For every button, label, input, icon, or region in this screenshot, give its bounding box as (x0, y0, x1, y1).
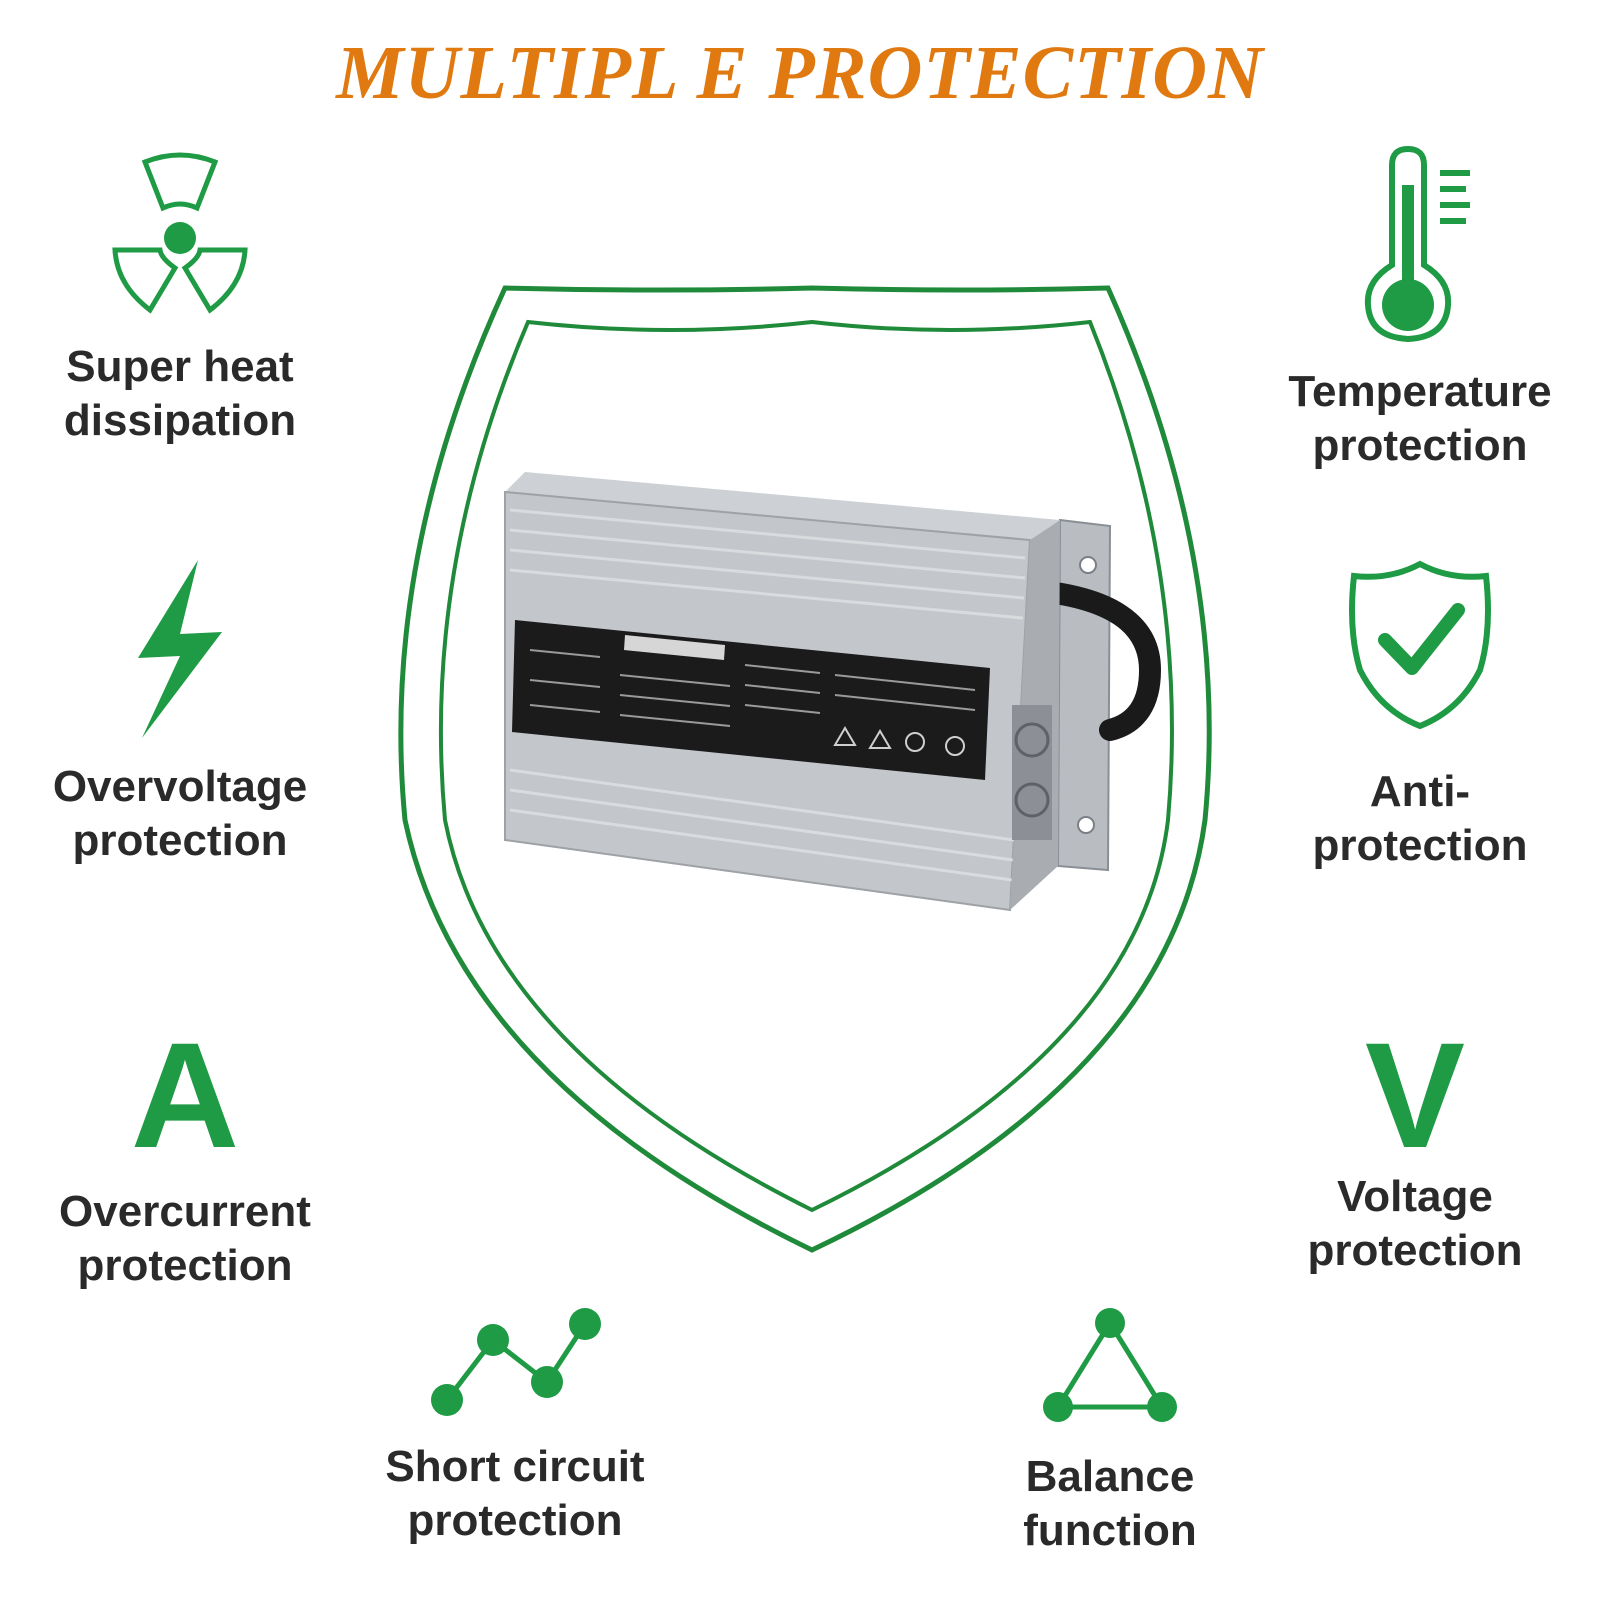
shield-check-icon (1349, 560, 1491, 730)
lightning-bolt-icon (138, 560, 222, 738)
feature-short-circuit-label: Short circuit protection (385, 1442, 645, 1545)
feature-heat-dissipation: Super heat dissipation (30, 150, 330, 448)
feature-overvoltage-label: Overvoltage protection (52, 762, 308, 865)
feature-overcurrent-label: Overcurrent protection (59, 1187, 311, 1290)
feature-balance-label: Balance function (1023, 1452, 1197, 1555)
feature-heat-label: Super heat dissipation (63, 342, 297, 445)
letter-a-icon: A (130, 1011, 240, 1179)
feature-temperature: Temperature protection (1255, 145, 1585, 473)
feature-anti-label: Anti- protection (1312, 767, 1528, 870)
feature-anti-protection: Anti- protection (1255, 560, 1585, 873)
triangle-nodes-icon (1043, 1308, 1177, 1422)
zigzag-nodes-icon (431, 1308, 601, 1416)
page-title: MULTIPL E PROTECTION (336, 31, 1264, 115)
feature-short-circuit: Short circuit protection (350, 1300, 680, 1548)
feature-voltage: V Voltage protection (1250, 1020, 1580, 1278)
thermometer-icon (1364, 145, 1470, 343)
feature-temperature-label: Temperature protection (1288, 367, 1552, 470)
letter-v-icon: V (1364, 1011, 1466, 1179)
feature-overcurrent: A Overcurrent protection (20, 1020, 350, 1293)
feature-overvoltage: Overvoltage protection (15, 560, 345, 868)
radiation-fan-icon (112, 152, 248, 314)
feature-balance: Balance function (945, 1305, 1275, 1558)
feature-voltage-label: Voltage protection (1307, 1172, 1523, 1275)
